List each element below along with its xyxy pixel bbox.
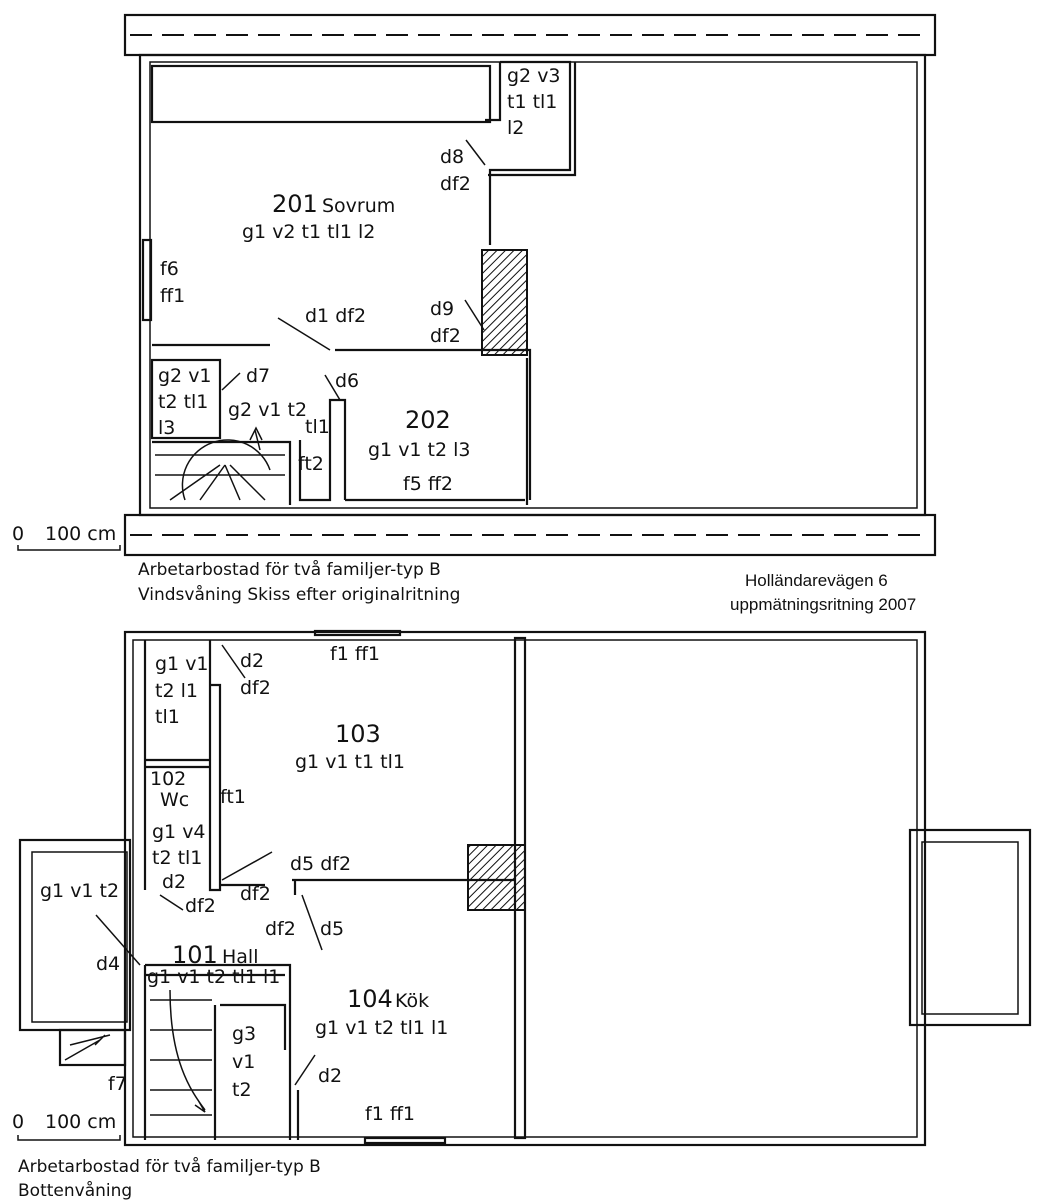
- door-label: d5: [320, 918, 344, 940]
- room-name: Wc: [160, 789, 189, 811]
- room-number: 202: [405, 406, 451, 434]
- chimney: [467, 844, 526, 911]
- room-label: g3: [232, 1023, 256, 1045]
- room-label: g1 v2 t1 tl1 l2: [242, 221, 375, 243]
- knee-wall-storage: [150, 64, 492, 124]
- scale-value: 100 cm: [45, 1111, 116, 1133]
- room-label: l2: [507, 117, 524, 139]
- door-label: df2: [240, 677, 271, 699]
- room-label: g1 v1: [155, 653, 209, 675]
- room-number: 102: [150, 768, 186, 790]
- room-label: g1 v4: [152, 821, 206, 843]
- room-number: 103: [335, 720, 381, 748]
- door-label: d7: [246, 365, 270, 387]
- door-label: df2: [265, 918, 296, 940]
- room-label: g1 v1 t1 tl1: [295, 751, 405, 773]
- chimney: [481, 249, 528, 356]
- room-name: Sovrum: [322, 195, 395, 217]
- room-number: 104: [347, 985, 393, 1013]
- door-label: d9: [430, 298, 454, 320]
- ground-floor-labels: f1 ff1 g1 v1 t2 l1 tl1 d2 df2 103 g1 v1 …: [40, 643, 448, 1125]
- room-number: 201: [272, 190, 318, 218]
- room-label: g2 v3: [507, 65, 561, 87]
- room-label: g1 v1 t2 l3: [368, 439, 471, 461]
- room-name: Kök: [395, 990, 429, 1012]
- outer-wall: [138, 53, 927, 517]
- caption-subtitle: Bottenvåning: [18, 1180, 132, 1200]
- address: Holländarevägen 6: [745, 571, 888, 590]
- scale-bar-upper: [17, 545, 121, 551]
- room-name: Hall: [222, 946, 259, 968]
- scale-bar-ground: [17, 1135, 121, 1141]
- window-label: f1 ff1: [365, 1103, 415, 1125]
- room-label: t2 l1: [155, 680, 198, 702]
- survey-note: uppmätningsritning 2007: [730, 595, 916, 614]
- room-label: t2: [232, 1079, 252, 1101]
- window-label: f5 ff2: [403, 473, 453, 495]
- room-label: tl1: [305, 416, 330, 438]
- room-label: g2 v1 t2: [228, 399, 307, 421]
- window-label: f6: [160, 258, 179, 280]
- room-label: t2 tl1: [158, 391, 208, 413]
- ground-floor-plan: [18, 629, 1032, 1147]
- door-label: d2: [240, 650, 264, 672]
- room-label: g1 v1 t2: [40, 880, 119, 902]
- door-label: df2: [240, 883, 271, 905]
- upper-floor-labels: g2 v3 t1 tl1 l2 d8 df2 201 Sovrum g1 v2 …: [158, 65, 561, 495]
- window-label: ft2: [298, 453, 324, 475]
- window-label: f1 ff1: [330, 643, 380, 665]
- room-label: l3: [158, 417, 175, 439]
- room-label: g1 v1 t2 tl1 l1: [315, 1017, 448, 1039]
- right-porch: [908, 828, 1032, 1027]
- door-label: df2: [430, 325, 461, 347]
- scale-zero: 0: [12, 523, 24, 545]
- room-label: t2 tl1: [152, 847, 202, 869]
- room-label: g2 v1: [158, 365, 212, 387]
- door-label: d5 df2: [290, 853, 351, 875]
- door-label: d4: [96, 953, 120, 975]
- window-label: ff1: [160, 285, 185, 307]
- caption-title: Arbetarbostad för två familjer-typ B: [18, 1156, 321, 1177]
- door-label: d8: [440, 146, 464, 168]
- caption-title: Arbetarbostad för två familjer-typ B: [138, 559, 441, 580]
- room-label: t1 tl1: [507, 91, 557, 113]
- room-label: g1 v1 t2 tl1 l1: [147, 966, 280, 988]
- room-label: tl1: [155, 706, 180, 728]
- door-label: df2: [440, 173, 471, 195]
- upper-floor-plan: [123, 13, 937, 557]
- door-label: d2: [162, 871, 186, 893]
- door-label: d6: [335, 370, 359, 392]
- window-label: ft1: [220, 786, 246, 808]
- outer-wall: [123, 630, 927, 1147]
- door-label: d1 df2: [305, 305, 366, 327]
- room-number: 101: [172, 941, 218, 969]
- door-label: df2: [185, 895, 216, 917]
- caption-subtitle: Vindsvåning Skiss efter originalritning: [138, 584, 460, 605]
- window-label: f7: [108, 1073, 127, 1095]
- scale-value: 100 cm: [45, 523, 116, 545]
- door-label: d2: [318, 1065, 342, 1087]
- room-label: v1: [232, 1051, 255, 1073]
- scale-zero: 0: [12, 1111, 24, 1133]
